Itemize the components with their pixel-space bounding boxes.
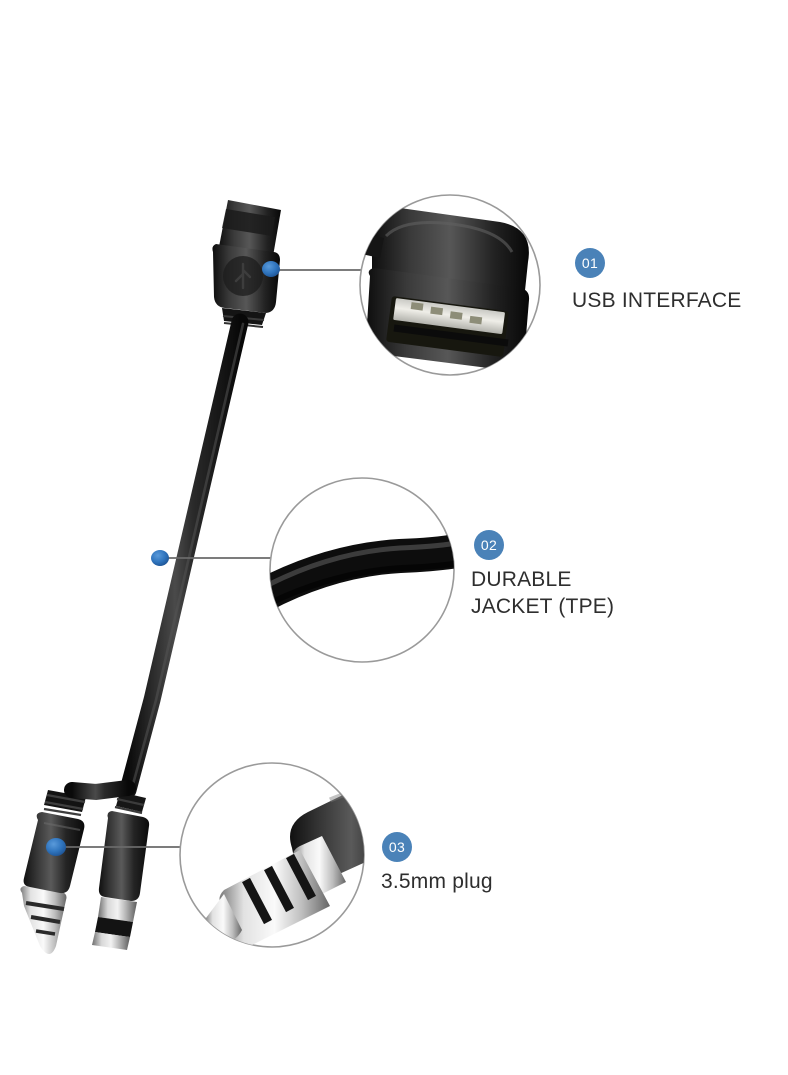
plug-insulator-1: [95, 917, 133, 937]
callout-badge-02-number: 02: [480, 537, 498, 553]
plug-zoom-barrel-highlight: [329, 769, 364, 803]
callout-label-01: USB INTERFACE: [572, 289, 742, 312]
callout-label-02-line1: DURABLE: [471, 568, 572, 591]
callout-label-03: 3.5mm plug: [381, 870, 493, 893]
marker-dot-02: [151, 550, 169, 566]
usb-zoom-contacts: [410, 302, 483, 325]
plug-contact-2: [92, 932, 130, 950]
leader-lines: [64, 269, 366, 848]
plug-zoom-band-2: [264, 865, 294, 913]
callout-label-02-line2: JACKET (TPE): [471, 595, 615, 618]
cable-lower-bend: [64, 780, 136, 801]
plug-band-3: [35, 929, 56, 936]
callout-badge-03: 03: [382, 832, 412, 862]
usb-zoom-top-crease: [384, 221, 514, 253]
callout-circle-03: [179, 762, 414, 948]
cable-jacket-main: [119, 313, 249, 799]
plug-contact-1: [98, 897, 137, 922]
plug-zoom-grip-lines: [366, 770, 414, 826]
marker-dot-01: [262, 261, 280, 277]
plug-zoom-band-3: [242, 877, 272, 925]
usb-port-cavity-main: [222, 209, 275, 236]
callout-zoom-usb: [360, 208, 530, 372]
plug-band-1: [25, 901, 65, 911]
marker-dot-03: [46, 838, 66, 856]
product-photo-main: [20, 200, 281, 954]
aux-plug-tip-main: [20, 886, 67, 954]
cable-highlight-main: [130, 322, 245, 790]
marker-dots: [46, 261, 280, 856]
usb-trident-glyph-main: [234, 262, 252, 290]
plug-zoom-band-1: [286, 853, 316, 901]
plug-band-2: [30, 915, 61, 924]
cable-run-main: [119, 313, 249, 799]
callout-circle-01: [359, 194, 541, 376]
callout-circle-02: [269, 477, 455, 663]
callout-badge-01: 01: [575, 248, 605, 278]
usb-zoom-port-lip: [393, 324, 509, 347]
aux-plug-main: [92, 792, 150, 950]
usb-female-connector-main: [212, 200, 281, 328]
jacket-zoom-shadow: [270, 557, 454, 609]
jacket-zoom-body: [270, 531, 454, 612]
callout-badge-03-number: 03: [388, 839, 406, 855]
plug-relief-ridges: [43, 793, 86, 817]
callout-badge-02: 02: [474, 530, 504, 560]
plug-housing-highlight: [43, 822, 81, 831]
plug-barrel-main: [98, 811, 150, 901]
callout-badge-01-number: 01: [581, 255, 599, 271]
